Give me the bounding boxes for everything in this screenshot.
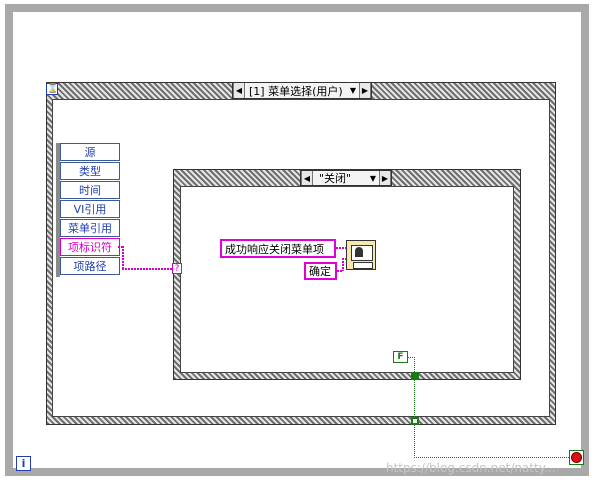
event-case-selector[interactable]: ◀ [1] 菜单选择(用户) ▼ ▶	[232, 82, 372, 99]
event-data-menu-ref[interactable]: 菜单引用	[60, 219, 120, 237]
case-selector-label: "关闭"	[319, 172, 352, 185]
bool-wire-2[interactable]	[414, 357, 415, 375]
bool-wire-1[interactable]	[408, 357, 415, 358]
button-wire[interactable]	[337, 270, 343, 272]
iteration-terminal[interactable]: i	[16, 456, 31, 471]
button-wire-vertical[interactable]	[342, 258, 344, 271]
event-data-vi-ref[interactable]: VI引用	[60, 200, 120, 218]
next-case-arrow-icon[interactable]: ▶	[359, 83, 371, 98]
item-tag-wire-vertical[interactable]	[122, 246, 124, 269]
button-string-constant[interactable]: 确定	[304, 262, 337, 280]
case-selector-terminal[interactable]: ?	[172, 263, 182, 274]
event-data-node[interactable]: 源 类型 时间 VI引用 菜单引用 项标识符 项路径	[56, 143, 120, 277]
message-wire[interactable]	[336, 247, 348, 249]
event-data-time[interactable]: 时间	[60, 181, 120, 199]
event-data-item-tag[interactable]: 项标识符	[60, 238, 120, 256]
case-structure-content	[180, 186, 514, 373]
case-dropdown-arrow-icon[interactable]: ▼	[369, 173, 377, 183]
event-data-type[interactable]: 类型	[60, 162, 120, 180]
bool-wire-5[interactable]	[414, 457, 570, 458]
dropdown-arrow-icon[interactable]: ▼	[349, 86, 357, 95]
event-data-item-path[interactable]: 项路径	[60, 257, 120, 275]
event-tunnel[interactable]	[411, 417, 419, 425]
event-case-label: [1] 菜单选择(用户)	[249, 84, 343, 98]
item-tag-wire-horizontal[interactable]	[122, 268, 174, 270]
bool-wire-3[interactable]	[414, 380, 415, 418]
case-prev-arrow-icon[interactable]: ◀	[301, 171, 313, 185]
case-next-arrow-icon[interactable]: ▶	[379, 171, 391, 185]
message-string-constant[interactable]: 成功响应关闭菜单项	[220, 239, 336, 258]
one-button-dialog-icon[interactable]	[346, 240, 376, 270]
false-constant[interactable]: F	[393, 351, 408, 363]
item-tag-wire[interactable]	[118, 246, 124, 248]
bool-wire-4[interactable]	[414, 425, 415, 457]
timeout-icon[interactable]: ⌛	[46, 83, 59, 95]
case-tunnel[interactable]	[411, 372, 419, 380]
iteration-terminal-label: i	[21, 457, 26, 470]
button-wire-to-dialog[interactable]	[342, 258, 348, 260]
event-data-source[interactable]: 源	[60, 143, 120, 161]
case-selector[interactable]: ◀ "关闭" ▼ ▶	[300, 170, 392, 186]
stop-terminal-icon[interactable]	[569, 450, 584, 465]
prev-case-arrow-icon[interactable]: ◀	[233, 83, 245, 98]
false-constant-label: F	[397, 352, 404, 362]
watermark: https://blog.csdn.net/natty...	[386, 461, 556, 475]
